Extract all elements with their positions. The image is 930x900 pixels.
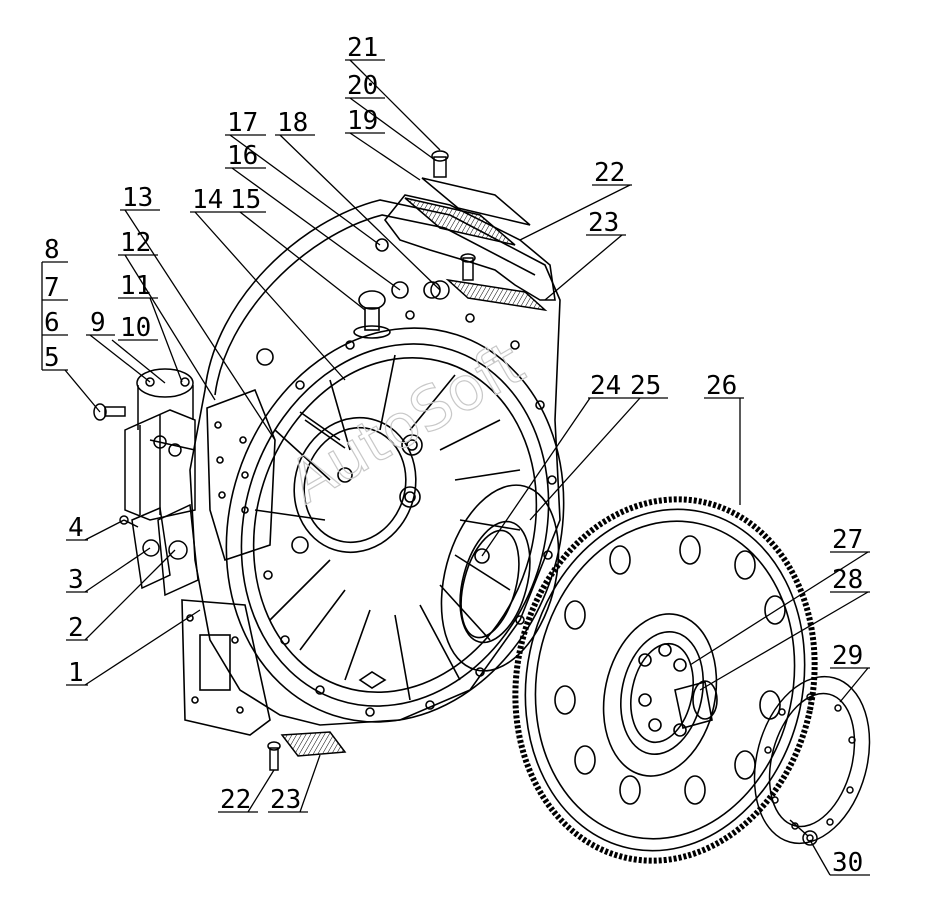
- bottom-parts: [267, 731, 347, 771]
- callout-12: 12: [120, 228, 151, 258]
- callout-underlines: [42, 59, 870, 876]
- callout-1: 1: [68, 658, 84, 688]
- callout-28: 28: [832, 565, 863, 595]
- callout-8: 8: [44, 235, 60, 265]
- left-side-parts: [93, 368, 199, 597]
- callout-26: 26: [706, 371, 737, 401]
- callout-23-top: 23: [588, 208, 619, 238]
- callout-20: 20: [347, 71, 378, 101]
- callout-labels: 8 7 6 5 9 10 11 12 13 14 15 16 17 18 19 …: [44, 33, 863, 878]
- callout-18: 18: [277, 108, 308, 138]
- callout-21: 21: [347, 33, 378, 63]
- top-parts: [404, 150, 548, 312]
- callout-25: 25: [630, 371, 661, 401]
- callout-22-bottom: 22: [220, 785, 251, 815]
- callout-5: 5: [44, 343, 60, 373]
- callout-24: 24: [590, 371, 621, 401]
- flywheel-housing: [181, 194, 565, 736]
- seal-ring: [753, 675, 871, 846]
- callout-9: 9: [90, 308, 106, 338]
- flywheel-ring-gear: [512, 496, 818, 864]
- callout-22-top: 22: [594, 158, 625, 188]
- callout-13: 13: [122, 183, 153, 213]
- callout-16: 16: [227, 141, 258, 171]
- callout-6: 6: [44, 308, 60, 338]
- callout-7: 7: [44, 273, 60, 303]
- callout-17: 17: [227, 108, 258, 138]
- callout-23-bottom: 23: [270, 785, 301, 815]
- adapter-plate: [440, 484, 560, 672]
- callout-27: 27: [832, 525, 863, 555]
- callout-3: 3: [68, 565, 84, 595]
- callout-15: 15: [230, 185, 261, 215]
- callout-19: 19: [347, 106, 378, 136]
- callout-30: 30: [832, 848, 863, 878]
- callout-14: 14: [192, 185, 223, 215]
- callout-10: 10: [120, 313, 151, 343]
- leader-lines: [41, 59, 869, 876]
- callout-29: 29: [832, 641, 863, 671]
- callout-4: 4: [68, 513, 84, 543]
- callout-11: 11: [120, 271, 151, 301]
- callout-2: 2: [68, 613, 84, 643]
